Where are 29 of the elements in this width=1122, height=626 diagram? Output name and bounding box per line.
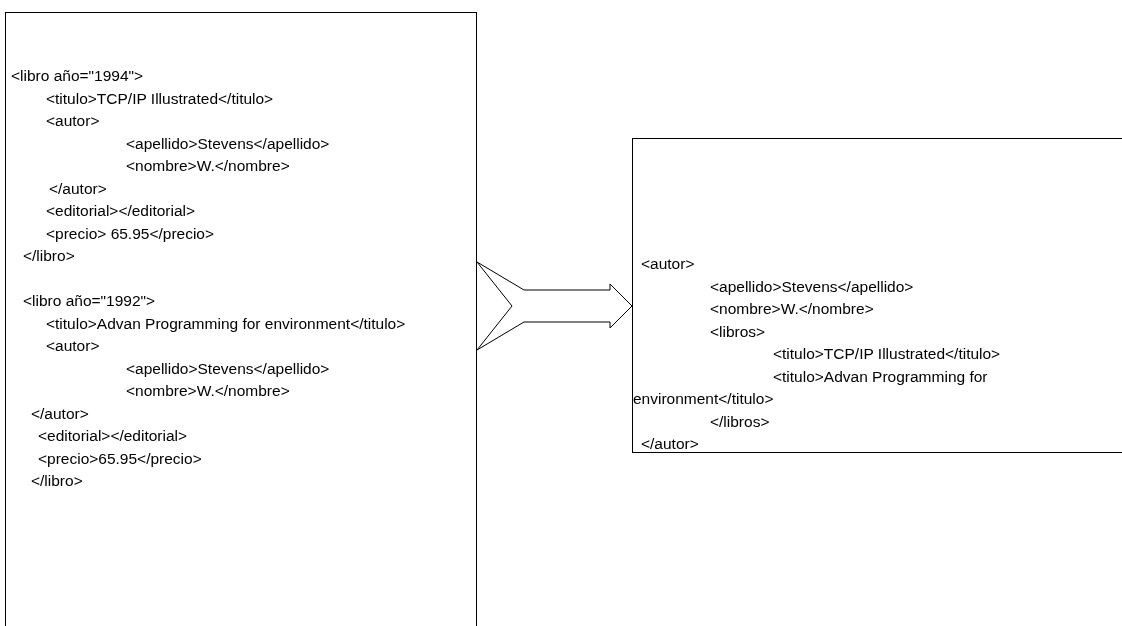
code-line: <autor> bbox=[640, 254, 696, 274]
code-line: <autor> bbox=[45, 336, 101, 356]
code-line: <apellido>Stevens</apellido> bbox=[709, 276, 915, 297]
code-line: <titulo>Advan Programming for environment</titulo> bbox=[45, 313, 407, 334]
code-line: <autor> bbox=[45, 111, 101, 131]
code-line: <libro año="1992"> bbox=[22, 291, 157, 311]
code-line: <titulo>TCP/IP Illustrated</titulo> bbox=[772, 344, 1002, 364]
code-line: <editorial></editorial> bbox=[37, 426, 189, 446]
block-arrow bbox=[476, 261, 633, 351]
code-box bbox=[632, 138, 1122, 453]
code-line: <nombre>W.</nombre> bbox=[125, 156, 291, 176]
code-line: <nombre>W.</nombre> bbox=[709, 299, 875, 319]
code-line: <libros> bbox=[709, 321, 767, 342]
code-line: </libros> bbox=[709, 411, 771, 432]
code-line: <editorial></editorial> bbox=[45, 201, 197, 221]
code-line: <titulo>TCP/IP Illustrated</titulo> bbox=[45, 88, 275, 109]
code-line: </libro> bbox=[30, 471, 84, 491]
code-line: </libro> bbox=[22, 246, 76, 266]
code-line: </autor> bbox=[48, 178, 108, 199]
code-line: <titulo>Advan Programming for environment</titulo> bbox=[633, 366, 989, 409]
code-line: </autor> bbox=[640, 434, 700, 454]
code-line: <nombre>W.</nombre> bbox=[125, 381, 291, 401]
code-line: <libro año="1994"> bbox=[10, 66, 145, 86]
code-box bbox=[5, 12, 477, 626]
code-line: <precio>65.95</precio> bbox=[37, 448, 203, 469]
code-line: <precio> 65.95</precio> bbox=[45, 223, 216, 244]
code-line: <apellido>Stevens</apellido> bbox=[125, 133, 331, 154]
code-line: </autor> bbox=[30, 403, 90, 424]
code-line: <apellido>Stevens</apellido> bbox=[125, 358, 331, 379]
